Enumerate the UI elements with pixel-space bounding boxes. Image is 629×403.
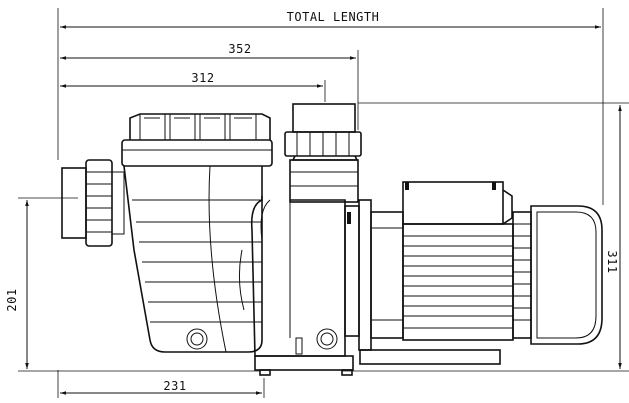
dimension-label-311: 311 [605,250,619,273]
dimension-label-312: 312 [191,71,214,85]
outlet-union [284,103,362,203]
pump-volute [250,196,346,357]
dimension-311: 311 [342,102,629,372]
dimension-312: 312 [60,71,326,102]
terminal-box [402,181,513,225]
dimension-label-total-length: TOTAL LENGTH [287,10,380,24]
dimension-label-352: 352 [228,42,251,56]
dimension-231: 231 [57,370,265,398]
inlet-union [61,159,125,247]
motor-flange [344,199,404,351]
fan-cover [512,205,603,345]
strainer-housing [123,165,263,353]
dimension-201: 201 [5,197,260,372]
dimension-label-231: 231 [163,379,186,393]
pump-base [254,349,501,376]
dimension-label-201: 201 [5,288,19,311]
pump-illustration [61,103,603,376]
dimension-total-length: TOTAL LENGTH [57,8,604,205]
motor-body [402,223,514,341]
dimension-352: 352 [60,42,359,130]
strainer-lid [121,113,273,167]
